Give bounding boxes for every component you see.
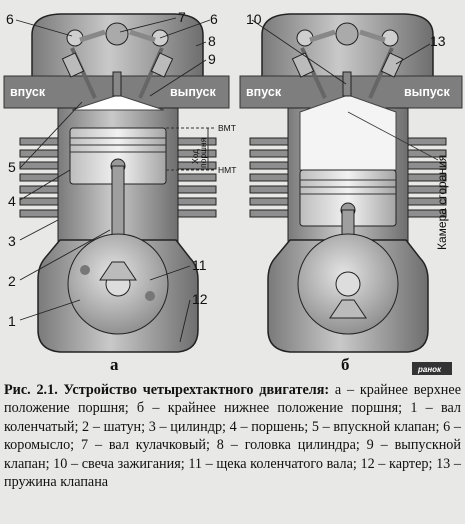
callout-6b: 6 <box>210 11 218 27</box>
callout-11: 11 <box>192 257 207 273</box>
exhaust-label-a: выпуск <box>170 85 217 99</box>
engine-diagram: впуск выпуск а ВМТ НМТ Ход поршня <box>3 9 463 375</box>
callout-9: 9 <box>208 51 216 67</box>
valve-train-b <box>291 22 404 99</box>
chamber-label: Камера сгорания <box>435 155 449 250</box>
callout-8: 8 <box>208 33 216 49</box>
intake-label-a: впуск <box>10 85 46 99</box>
svg-text:ранок: ранок <box>417 365 442 374</box>
callout-2: 2 <box>8 273 16 289</box>
sublabel-a: а <box>110 355 119 374</box>
sublabel-b: б <box>341 355 350 374</box>
engine-a: впуск выпуск а <box>3 13 230 374</box>
leader-lines <box>15 17 431 343</box>
callout-13: 13 <box>430 33 446 49</box>
caption-title: Рис. 2.1. Устройство четырехтактного дви… <box>4 382 330 398</box>
callout-7: 7 <box>178 9 186 25</box>
figure-caption: Рис. 2.1. Устройство четырехтактного дви… <box>4 381 461 521</box>
callout-3: 3 <box>8 233 16 249</box>
stroke-label-1: Ход <box>190 149 200 164</box>
valve-train-a <box>61 22 174 99</box>
callout-1: 1 <box>8 313 16 329</box>
publisher-logo: ранок <box>412 362 452 375</box>
callout-12: 12 <box>192 291 208 307</box>
callout-5: 5 <box>8 159 16 175</box>
caption-body: а – крайнее верхнее положение поршня; б … <box>4 382 461 491</box>
engine-b: впуск выпуск Камера сгорания б <box>239 13 463 374</box>
bdc-label: НМТ <box>218 165 236 175</box>
exhaust-label-b: выпуск <box>404 85 451 99</box>
tdc-label: ВМТ <box>218 123 236 133</box>
stroke-label-2: поршня <box>198 137 208 168</box>
callout-4: 4 <box>8 193 16 209</box>
intake-label-b: впуск <box>246 85 282 99</box>
stroke-markers: ВМТ НМТ Ход поршня <box>166 123 236 175</box>
callout-6a: 6 <box>6 11 14 27</box>
callout-10: 10 <box>246 11 262 27</box>
